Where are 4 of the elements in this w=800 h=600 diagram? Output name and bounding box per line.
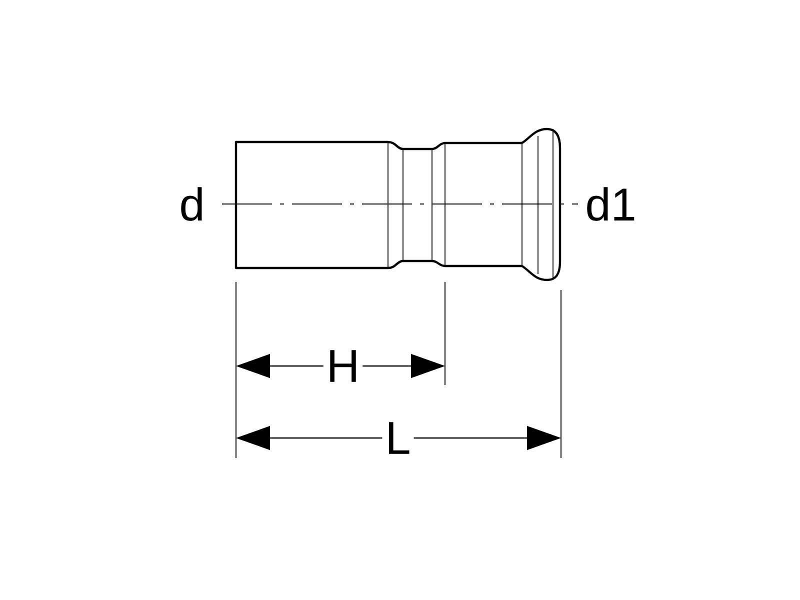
dimension-label: d bbox=[181, 187, 202, 221]
dimension-label: d1 bbox=[587, 187, 634, 221]
dimension-label: H bbox=[323, 347, 363, 385]
dimension-label: L bbox=[382, 419, 414, 457]
